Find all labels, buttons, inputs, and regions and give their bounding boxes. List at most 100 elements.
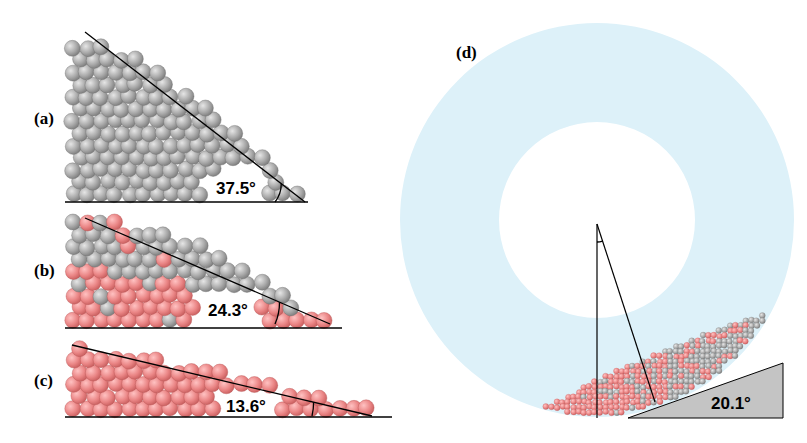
vertical-line (596, 224, 597, 418)
particle (254, 274, 270, 290)
particle (684, 342, 690, 348)
particle (705, 353, 711, 359)
particle (597, 404, 603, 410)
particle (121, 353, 137, 369)
particle (316, 312, 332, 328)
particle (93, 352, 109, 368)
particle (716, 353, 722, 359)
particle (234, 263, 250, 279)
particle (695, 343, 701, 349)
particle (716, 327, 722, 333)
particle (549, 404, 555, 410)
particle (640, 379, 646, 385)
particle (635, 373, 641, 379)
particle (706, 374, 712, 380)
particle (629, 393, 635, 399)
particle (656, 378, 662, 384)
panel-label: (c) (34, 372, 53, 389)
particle (759, 318, 765, 324)
particle (227, 125, 243, 141)
slope-line (85, 32, 305, 202)
particle (683, 353, 689, 359)
particle (624, 405, 630, 411)
particle (107, 214, 123, 230)
panel-label: (a) (34, 110, 54, 127)
particle (656, 363, 662, 369)
particle (706, 363, 712, 369)
particle (177, 238, 193, 254)
particle (597, 410, 603, 416)
particle (657, 399, 663, 405)
particle (65, 163, 81, 179)
particle (651, 384, 657, 390)
particle (629, 379, 635, 385)
particle (624, 399, 630, 405)
particle (602, 388, 608, 394)
particle (591, 409, 597, 415)
particle (711, 358, 717, 364)
particle (672, 369, 678, 375)
particle (597, 394, 603, 400)
particle (683, 388, 689, 394)
particle (672, 363, 678, 369)
particle (197, 100, 213, 116)
particle (662, 368, 668, 374)
particle (92, 215, 108, 231)
particle (667, 383, 673, 389)
particle (618, 379, 624, 385)
slope-line (72, 345, 372, 416)
particle (667, 373, 673, 379)
angle-arc (275, 302, 280, 324)
particle (127, 51, 143, 67)
particle (710, 353, 716, 359)
angle-arc (275, 184, 281, 202)
particle (667, 348, 673, 354)
particle (613, 399, 619, 405)
particle (678, 384, 684, 390)
particle (651, 353, 657, 359)
particle (543, 404, 549, 410)
angle-arc (312, 402, 314, 416)
particle (603, 409, 609, 415)
particle (634, 388, 640, 394)
particle (705, 332, 711, 338)
particle (619, 374, 625, 380)
particle (254, 150, 270, 166)
particle (554, 405, 560, 411)
particle (645, 400, 651, 406)
particle (688, 373, 694, 379)
particle (64, 40, 80, 56)
particle (722, 349, 728, 355)
particle (710, 368, 716, 374)
particle (689, 384, 695, 390)
particle (65, 214, 81, 230)
baseline (65, 201, 308, 203)
particle (694, 348, 700, 354)
particle (732, 322, 738, 328)
particle (587, 394, 593, 400)
particle (672, 394, 678, 400)
particle (613, 393, 619, 399)
particle (651, 399, 657, 405)
particle (629, 405, 635, 411)
particle (624, 378, 630, 384)
angle-label: 20.1° (711, 395, 751, 412)
particle (635, 398, 641, 404)
particle (657, 388, 663, 394)
particle (211, 250, 227, 266)
particle (115, 126, 131, 142)
slope-line (85, 218, 330, 324)
particle (733, 347, 739, 353)
particle (732, 353, 738, 359)
particle (737, 337, 743, 343)
particle (721, 357, 727, 363)
particle (705, 369, 711, 375)
particle (613, 368, 619, 374)
particle (748, 333, 754, 339)
particle (609, 410, 615, 416)
particle (581, 410, 587, 416)
particle (651, 373, 657, 379)
particle (602, 378, 608, 384)
particle (155, 227, 171, 243)
